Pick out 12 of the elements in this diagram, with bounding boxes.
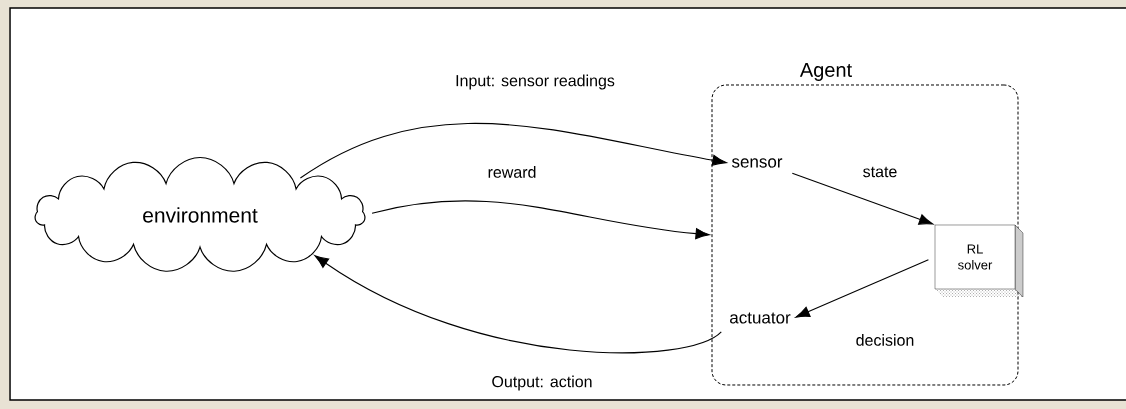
component-label: actuator (730, 312, 791, 324)
environment-cloud: environment (34, 156, 366, 272)
arrow (314, 255, 722, 354)
edge-label: decision (854, 333, 916, 347)
component-label: sensor (731, 158, 783, 168)
arrow (791, 172, 934, 225)
edge-label: reward (486, 165, 538, 179)
arrow (299, 122, 727, 179)
arrow (371, 200, 710, 240)
box-heading: Agent (799, 63, 852, 81)
arrow (795, 259, 929, 318)
solver-block: RL solver (934, 224, 1024, 298)
